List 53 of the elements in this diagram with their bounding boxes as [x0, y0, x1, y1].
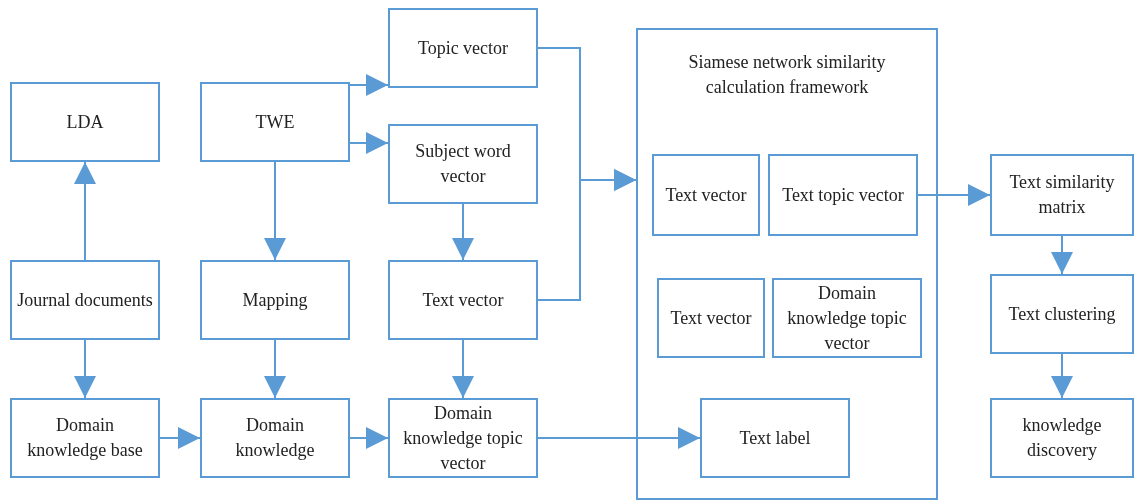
- process-box: [772, 278, 922, 358]
- process-box: [652, 154, 760, 236]
- box-label: knowledge discovery: [1021, 414, 1103, 462]
- box-label: Text vector: [422, 288, 504, 312]
- box-label: Domain knowledge: [234, 414, 316, 462]
- box-label: LDA: [66, 110, 104, 134]
- process-box: [990, 154, 1134, 236]
- box-label: Text similarity matrix: [1008, 171, 1116, 219]
- process-box: [388, 124, 538, 204]
- box-label: Domain knowledge base: [26, 414, 144, 462]
- process-box: [200, 82, 350, 162]
- process-box: [990, 398, 1134, 478]
- process-box: [388, 398, 538, 478]
- arrow: [159, 427, 201, 449]
- process-box: [10, 398, 160, 478]
- box-label: Journal documents: [17, 288, 153, 312]
- process-box: [768, 154, 918, 236]
- box-label: Topic vector: [417, 36, 509, 60]
- arrow: [264, 339, 286, 399]
- process-box: [388, 8, 538, 88]
- box-label: TWE: [255, 110, 295, 134]
- process-box: [200, 260, 350, 340]
- arrow: [349, 132, 389, 154]
- arrow: [1051, 353, 1073, 399]
- box-label: Siamese network similarity calculation framework: [687, 51, 887, 99]
- arrow: [452, 339, 474, 399]
- box-label: Text vector: [670, 306, 752, 330]
- framework-panel: [636, 28, 938, 500]
- box-label: Mapping: [242, 288, 308, 312]
- process-box: [990, 274, 1134, 354]
- arrow: [264, 161, 286, 261]
- process-box: [10, 82, 160, 162]
- arrow: [349, 74, 389, 96]
- arrow: [452, 203, 474, 261]
- box-label: Text label: [739, 426, 811, 450]
- process-box: [388, 260, 538, 340]
- box-label: Text vector: [665, 183, 747, 207]
- arrow: [349, 427, 389, 449]
- arrow: [537, 169, 637, 301]
- box-label: Domain knowledge topic vector: [402, 401, 524, 475]
- box-label: Text topic vector: [782, 183, 904, 207]
- arrow: [537, 427, 701, 449]
- box-label: Text clustering: [1008, 302, 1116, 326]
- process-box: [10, 260, 160, 340]
- process-box: [700, 398, 850, 478]
- arrow: [74, 339, 96, 399]
- arrow: [74, 161, 96, 261]
- box-label: Domain knowledge topic vector: [786, 281, 908, 355]
- process-box: [200, 398, 350, 478]
- process-box: [657, 278, 765, 358]
- arrow: [917, 184, 991, 206]
- arrow: [1051, 235, 1073, 275]
- box-label: Subject word vector: [414, 140, 512, 188]
